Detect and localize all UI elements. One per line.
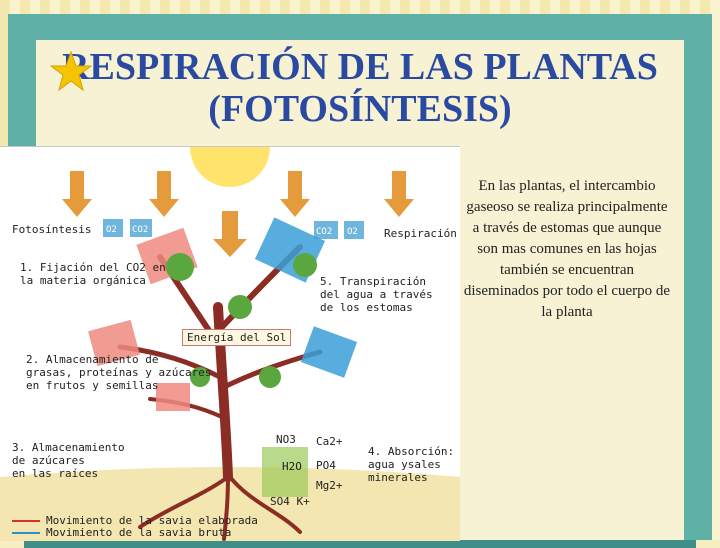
diagram-art: O2 CO2 CO2 O2 [0,147,460,541]
gas-box [103,219,123,237]
step-3-label: 3. Almacenamiento de azúcares en las raí… [12,441,125,480]
star-icon [50,50,92,92]
gas-co2-left: CO2 [132,225,148,235]
root-zone [262,447,308,497]
frame-right [682,14,712,540]
arrow-down-icon [149,171,179,217]
soil [0,467,460,541]
step-5-label: 5. Transpiración del agua a través de lo… [320,275,433,314]
gas-co2-right: CO2 [316,227,332,237]
title-line-2: (FOTOSÍNTESIS) [208,88,512,130]
photosynthesis-diagram: O2 CO2 CO2 O2 [0,146,460,541]
arrow-down-icon [62,171,92,217]
leaves [88,217,358,411]
gas-o2-left: O2 [106,225,117,235]
ion-no3: NO3 [276,433,296,446]
page-title: RESPIRACIÓN DE LAS PLANTAS (FOTOSÍNTESIS… [36,40,684,130]
step-2-label: 2. Almacenamiento de grasas, proteínas y… [26,353,212,392]
gas-box [130,219,152,237]
arrow-down-icon [280,171,310,217]
legend-red-label: Movimiento de la savia elaborada [46,514,258,527]
fotosintesis-label: Fotosíntesis [12,223,92,236]
ion-h2o: H2O [282,460,302,473]
ion-po4: PO4 [316,459,336,472]
step-1-label: 1. Fijación del CO2 en la materia orgáni… [20,261,166,287]
step-4-label: 4. Absorción: agua ysales minerales [368,445,455,484]
ion-so4k: SO4 K+ [270,495,310,508]
sun-icon [190,147,270,187]
ion-mg: Mg2+ [316,479,343,492]
description-text: En las plantas, el intercambio gaseoso s… [463,178,671,320]
gas-o2-right: O2 [347,227,358,237]
respiracion-label: Respiración [384,227,457,240]
gas-box [314,221,338,239]
arrow-down-icon [213,211,247,257]
ion-ca: Ca2+ [316,435,343,448]
legend-blue-label: Movimiento de la savia bruta [46,526,232,539]
gas-box [344,221,364,239]
light-arrows [62,171,414,257]
arrow-down-icon [384,171,414,217]
sun-label: Energía del Sol [182,329,292,346]
title-line-1: RESPIRACIÓN DE LAS PLANTAS [62,46,658,88]
